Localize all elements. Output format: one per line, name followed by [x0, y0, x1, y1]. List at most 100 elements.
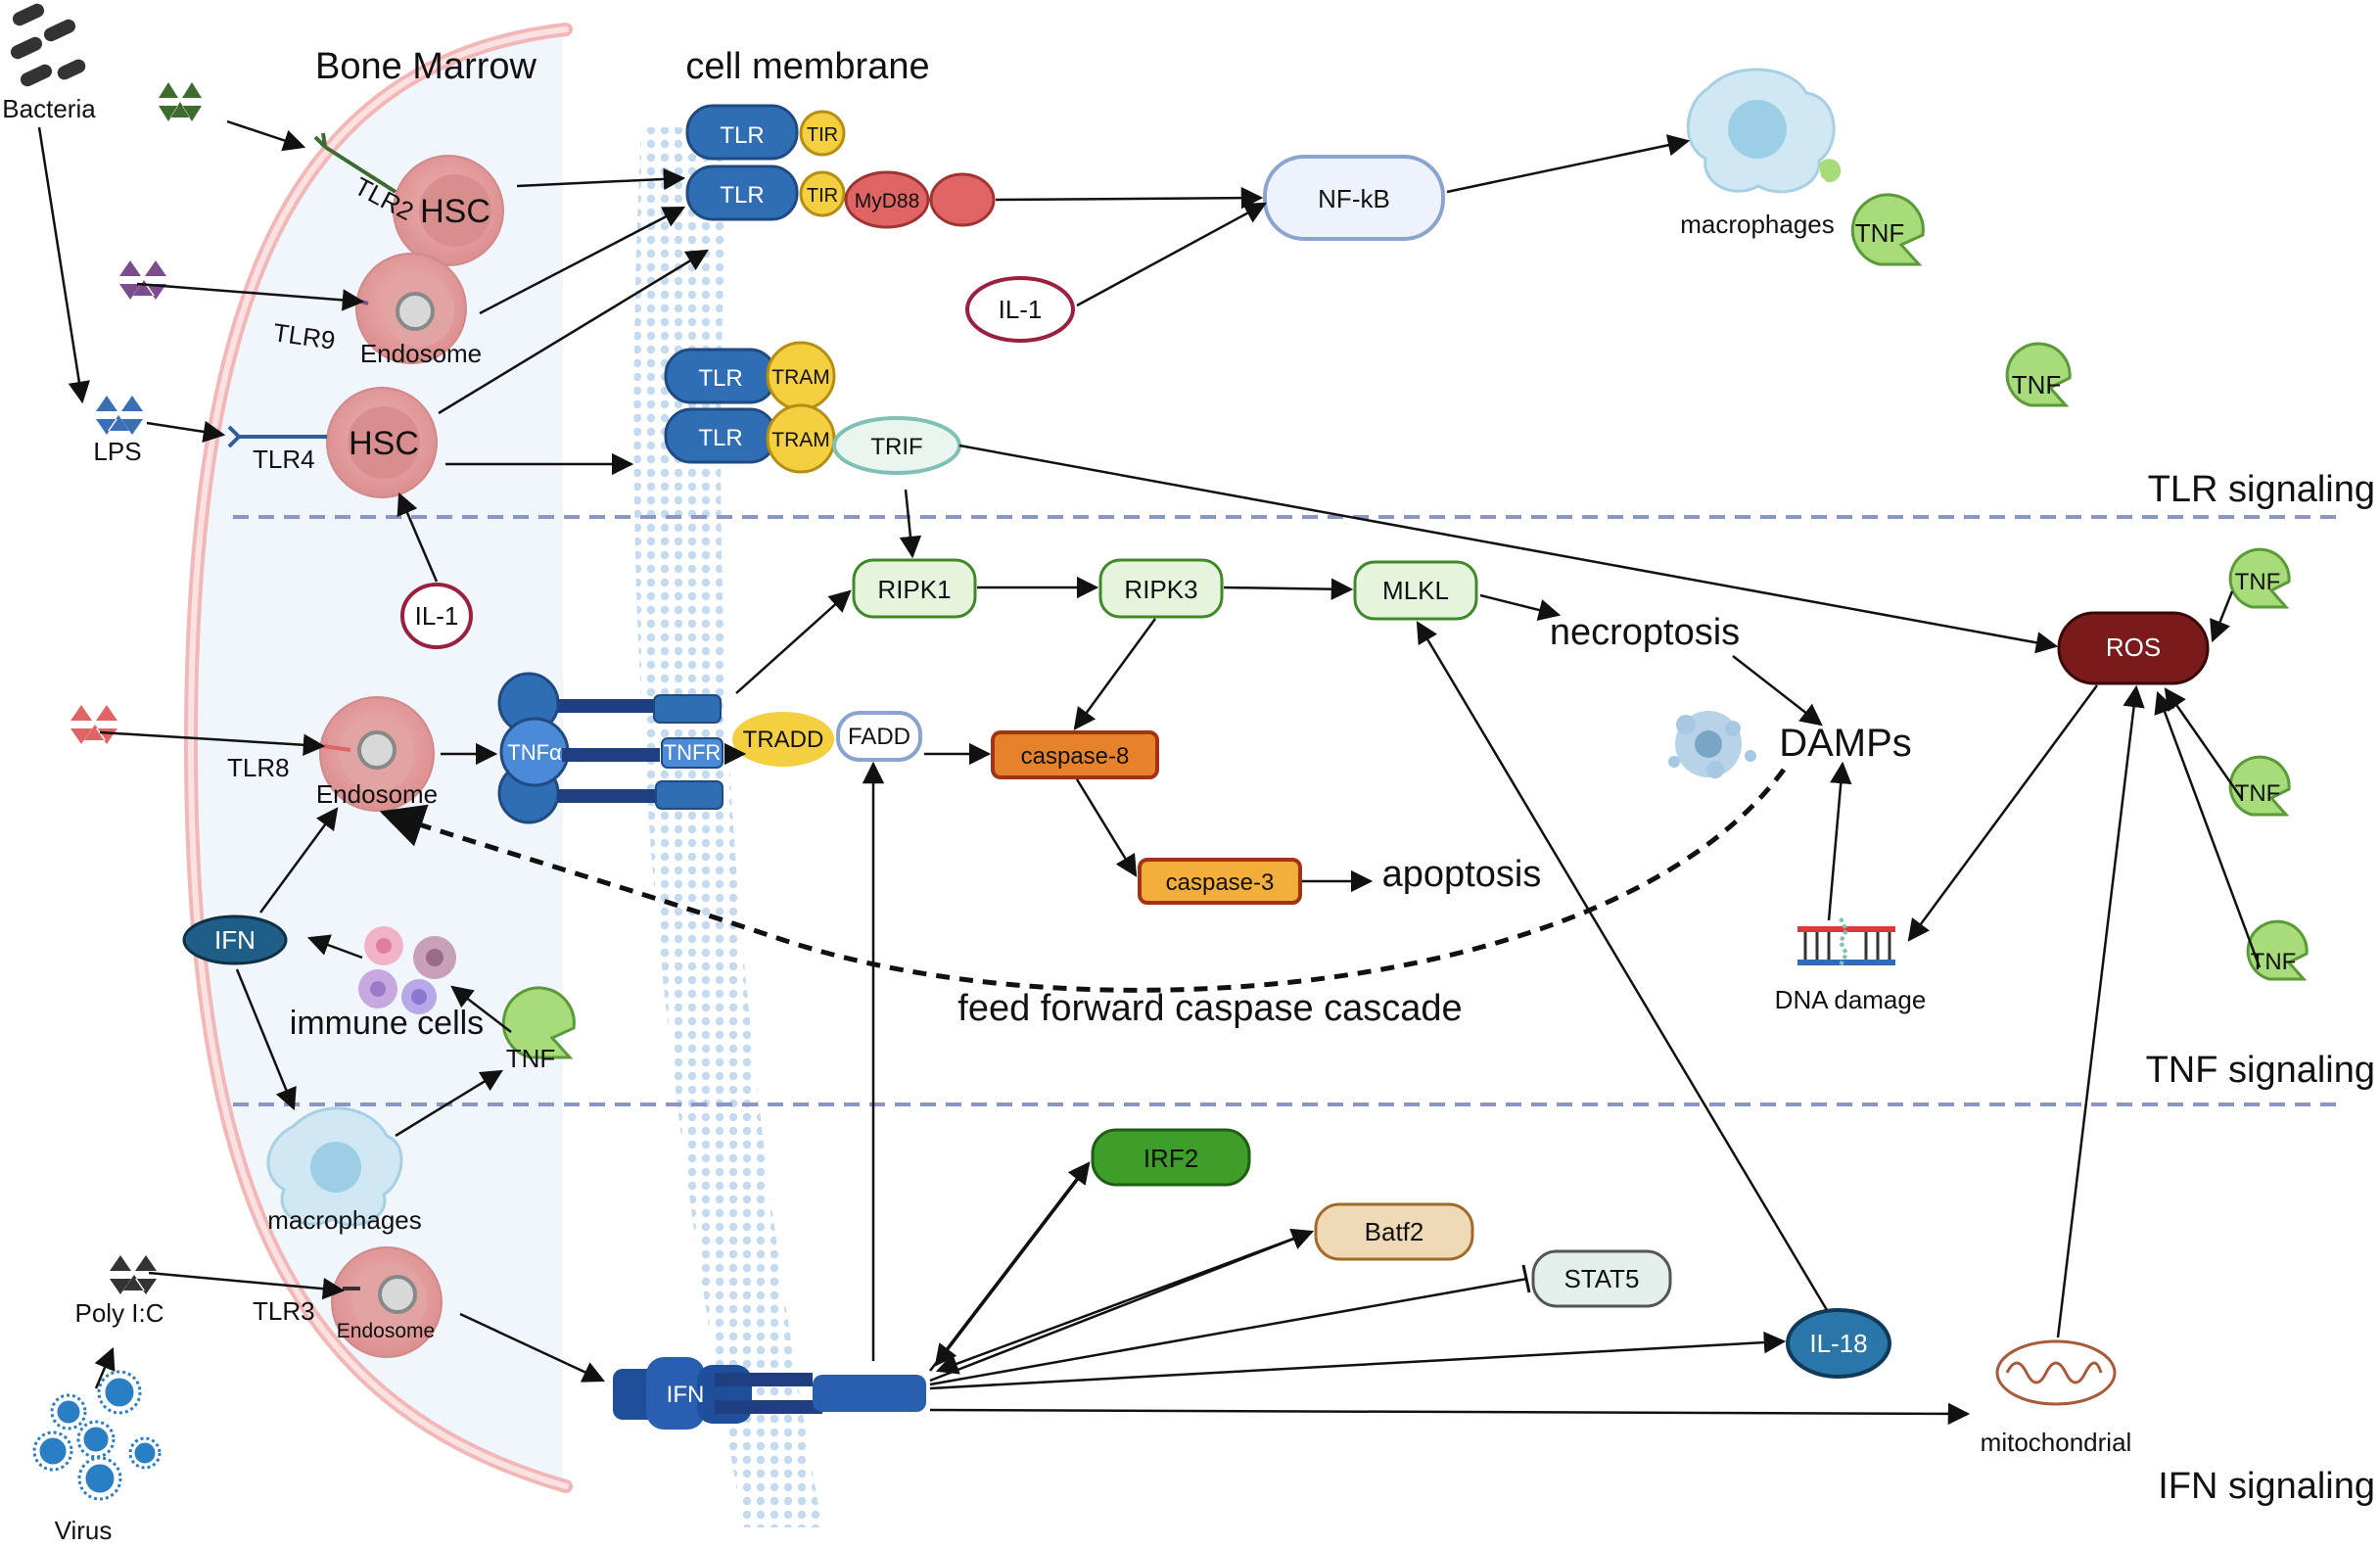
il1-top-node [965, 276, 1075, 343]
svg-text:TLR: TLR [720, 182, 764, 209]
ripk3-node [1098, 558, 1224, 619]
tlr9-endosome-cell: Endosome [353, 253, 482, 368]
svg-text:RIPK1: RIPK1 [877, 575, 951, 604]
nfkb-label: NF-kB [1318, 184, 1390, 213]
hsc-label-2: HSC [349, 425, 419, 462]
endosome-label: Endosome [360, 339, 482, 368]
tlr-myd88-complex: TLR TLR TIR TIR MyD88 [685, 104, 996, 229]
il18-node [1786, 1308, 1891, 1379]
svg-text:TIR: TIR [807, 124, 838, 146]
cell-membrane [633, 127, 822, 1527]
ifn-bm-node [182, 915, 288, 965]
ifn-bm-label: IFN [214, 925, 256, 955]
ifn-signaling-label: IFN signaling [2158, 1466, 2375, 1507]
svg-text:TNF: TNF [2235, 569, 2281, 595]
feed-forward-curve [379, 768, 1787, 993]
svg-text:IL-18: IL-18 [1809, 1329, 1867, 1358]
tlr-signaling-label: TLR signaling [2148, 469, 2375, 510]
tlr3-label: TLR3 [253, 1296, 315, 1326]
lps-ligand-icon [96, 396, 143, 435]
lps-label: LPS [93, 437, 141, 466]
myd88-partner [929, 172, 996, 227]
tnf-icon-bm: TNF [501, 986, 576, 1073]
svg-text:STAT5: STAT5 [1563, 1264, 1639, 1293]
immune-cells-icon [358, 926, 456, 1014]
svg-text:FADD: FADD [848, 724, 910, 750]
ifn-receptor-complex: IFN [613, 1357, 926, 1430]
svg-text:RIPK3: RIPK3 [1124, 575, 1197, 604]
myd88-node [844, 170, 930, 229]
il1-top-label: IL-1 [999, 295, 1043, 324]
svg-text:TRIF: TRIF [870, 434, 922, 460]
svg-text:TNF: TNF [1855, 218, 1905, 248]
macrophage-top-icon [1686, 68, 1842, 194]
virus-label: Virus [55, 1516, 113, 1543]
apoptosis-label: apoptosis [1382, 854, 1542, 895]
irf2-node [1091, 1128, 1251, 1187]
tlr8-ligand-icon [70, 705, 117, 744]
svg-text:TNF: TNF [2012, 370, 2062, 399]
dna-damage-icon [1797, 917, 1895, 966]
tnf-signaling-label: TNF signaling [2146, 1050, 2375, 1091]
tir-circle-2 [799, 170, 846, 217]
hsc-tlr4-cell: HSC [326, 387, 438, 498]
stat5-inhibition [929, 1277, 1528, 1386]
tlr-trif-complex: TLR TLR TRAM TRAM TRIF [664, 341, 961, 475]
svg-text:Batf2: Batf2 [1365, 1217, 1424, 1246]
nfkb-node [1263, 155, 1445, 241]
tnfr-label: TNFR [664, 740, 722, 765]
svg-text:TNF: TNF [2235, 780, 2281, 807]
svg-text:TIR: TIR [807, 185, 838, 207]
tradd-node [732, 712, 834, 767]
mitochondrial-label: mitochondrial [1981, 1428, 2132, 1457]
bone-marrow-label: Bone Marrow [315, 46, 537, 87]
tnf-icon-ros-2: TNF [2228, 755, 2291, 817]
tlr2-ligand-icon [159, 82, 202, 121]
il1-bm-label: IL-1 [415, 601, 459, 631]
polyic-ligand-icon [110, 1255, 157, 1294]
macrophages-bm-label: macrophages [267, 1205, 422, 1235]
ros-node [2057, 611, 2210, 685]
bacteria-label: Bacteria [2, 94, 96, 123]
endosome-label-2: Endosome [316, 779, 438, 809]
tlr4-label: TLR4 [253, 445, 315, 474]
necroptosis-label: necroptosis [1550, 612, 1740, 653]
tlr9-ligand-icon [119, 260, 166, 300]
ifn-receptor-label: IFN [667, 1382, 705, 1408]
tlr3-endosome-cell: Endosome [331, 1246, 443, 1358]
svg-text:caspase-8: caspase-8 [1021, 743, 1130, 770]
ripk1-node [852, 558, 977, 619]
il1-bm-node [400, 583, 473, 649]
tnfa-label: TNFα [507, 740, 562, 765]
tlr-box-2 [685, 164, 799, 221]
tnf-receptor-complex: TNFα TNFR [497, 672, 723, 824]
svg-text:TRAM: TRAM [771, 429, 830, 451]
svg-text:TLR: TLR [698, 425, 742, 451]
hsc-tlr2-cell: HSC [393, 155, 504, 266]
svg-text:TLR: TLR [720, 122, 764, 149]
stat5-inhibition-bar [1521, 1264, 1531, 1293]
mlkl-node [1353, 560, 1478, 621]
mitochondria-icon [1995, 1339, 2117, 1406]
arrows [37, 119, 2262, 1426]
dna-damage-label: DNA damage [1775, 985, 1927, 1014]
tlr8-label: TLR8 [227, 753, 290, 782]
caspase8-node [991, 730, 1159, 779]
svg-text:ROS: ROS [2106, 633, 2161, 662]
svg-text:TRADD: TRADD [743, 727, 824, 753]
macrophage-bm-icon [266, 1106, 403, 1227]
feed-forward-label: feed forward caspase cascade [957, 988, 1462, 1029]
bacteria-icon [10, 3, 86, 87]
batf2-double-arrow [935, 1230, 1313, 1375]
damps-label: DAMPs [1779, 722, 1912, 765]
polyic-label: Poly I:C [74, 1298, 163, 1328]
tnf-bm-label: TNF [506, 1044, 556, 1073]
tlr8-endosome-cell: Endosome [316, 696, 438, 812]
irf2-double-arrow [934, 1164, 1090, 1367]
svg-text:MyD88: MyD88 [855, 190, 920, 212]
hsc-label: HSC [420, 193, 490, 230]
tir-circle-1 [799, 110, 846, 157]
tlr-box-1 [685, 104, 799, 161]
tnf-icon-top: TNF [1850, 193, 1925, 266]
